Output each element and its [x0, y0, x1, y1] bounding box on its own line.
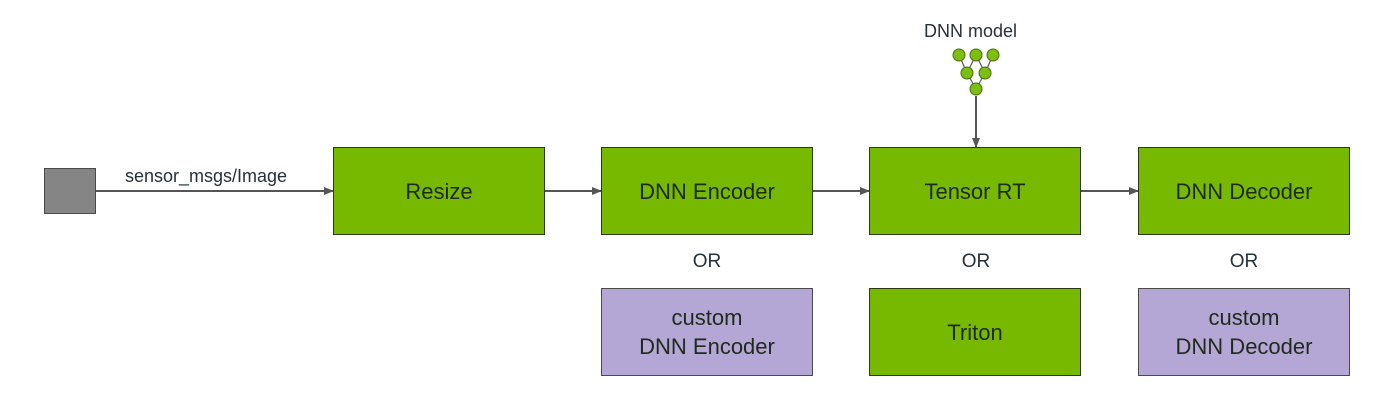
resize-node: Resize	[333, 147, 545, 235]
custom-dnn-encoder-line1: custom	[671, 305, 743, 330]
tensor-rt-node-label: Tensor RT	[924, 178, 1026, 204]
tensor-rt-node: Tensor RT	[869, 147, 1081, 235]
custom-dnn-encoder-node: custom DNN Encoder	[601, 288, 813, 376]
triton-node: Triton	[869, 288, 1081, 376]
custom-dnn-decoder-line2: DNN Decoder	[1175, 334, 1313, 359]
custom-dnn-encoder-line2: DNN Encoder	[639, 334, 775, 359]
triton-node-label: Triton	[947, 319, 1003, 345]
dnn-model-label: DNN model	[924, 21, 1018, 41]
or-label-decoder: OR	[1229, 251, 1259, 272]
custom-dnn-decoder-node: custom DNN Decoder	[1138, 288, 1350, 376]
dnn-encoder-node-label: DNN Encoder	[639, 178, 775, 204]
dnn-encoder-node: DNN Encoder	[601, 147, 813, 235]
or-label-encoder: OR	[692, 251, 722, 272]
dnn-decoder-node: DNN Decoder	[1138, 147, 1350, 235]
custom-dnn-decoder-line1: custom	[1208, 305, 1280, 330]
edge-label-sensor-msgs-image: sensor_msgs/Image	[125, 166, 288, 186]
resize-node-label: Resize	[405, 178, 473, 204]
or-label-tensorrt: OR	[961, 251, 991, 272]
dnn-decoder-node-label: DNN Decoder	[1175, 178, 1313, 204]
image-source-node	[44, 168, 96, 214]
neural-network-icon	[952, 48, 1000, 96]
